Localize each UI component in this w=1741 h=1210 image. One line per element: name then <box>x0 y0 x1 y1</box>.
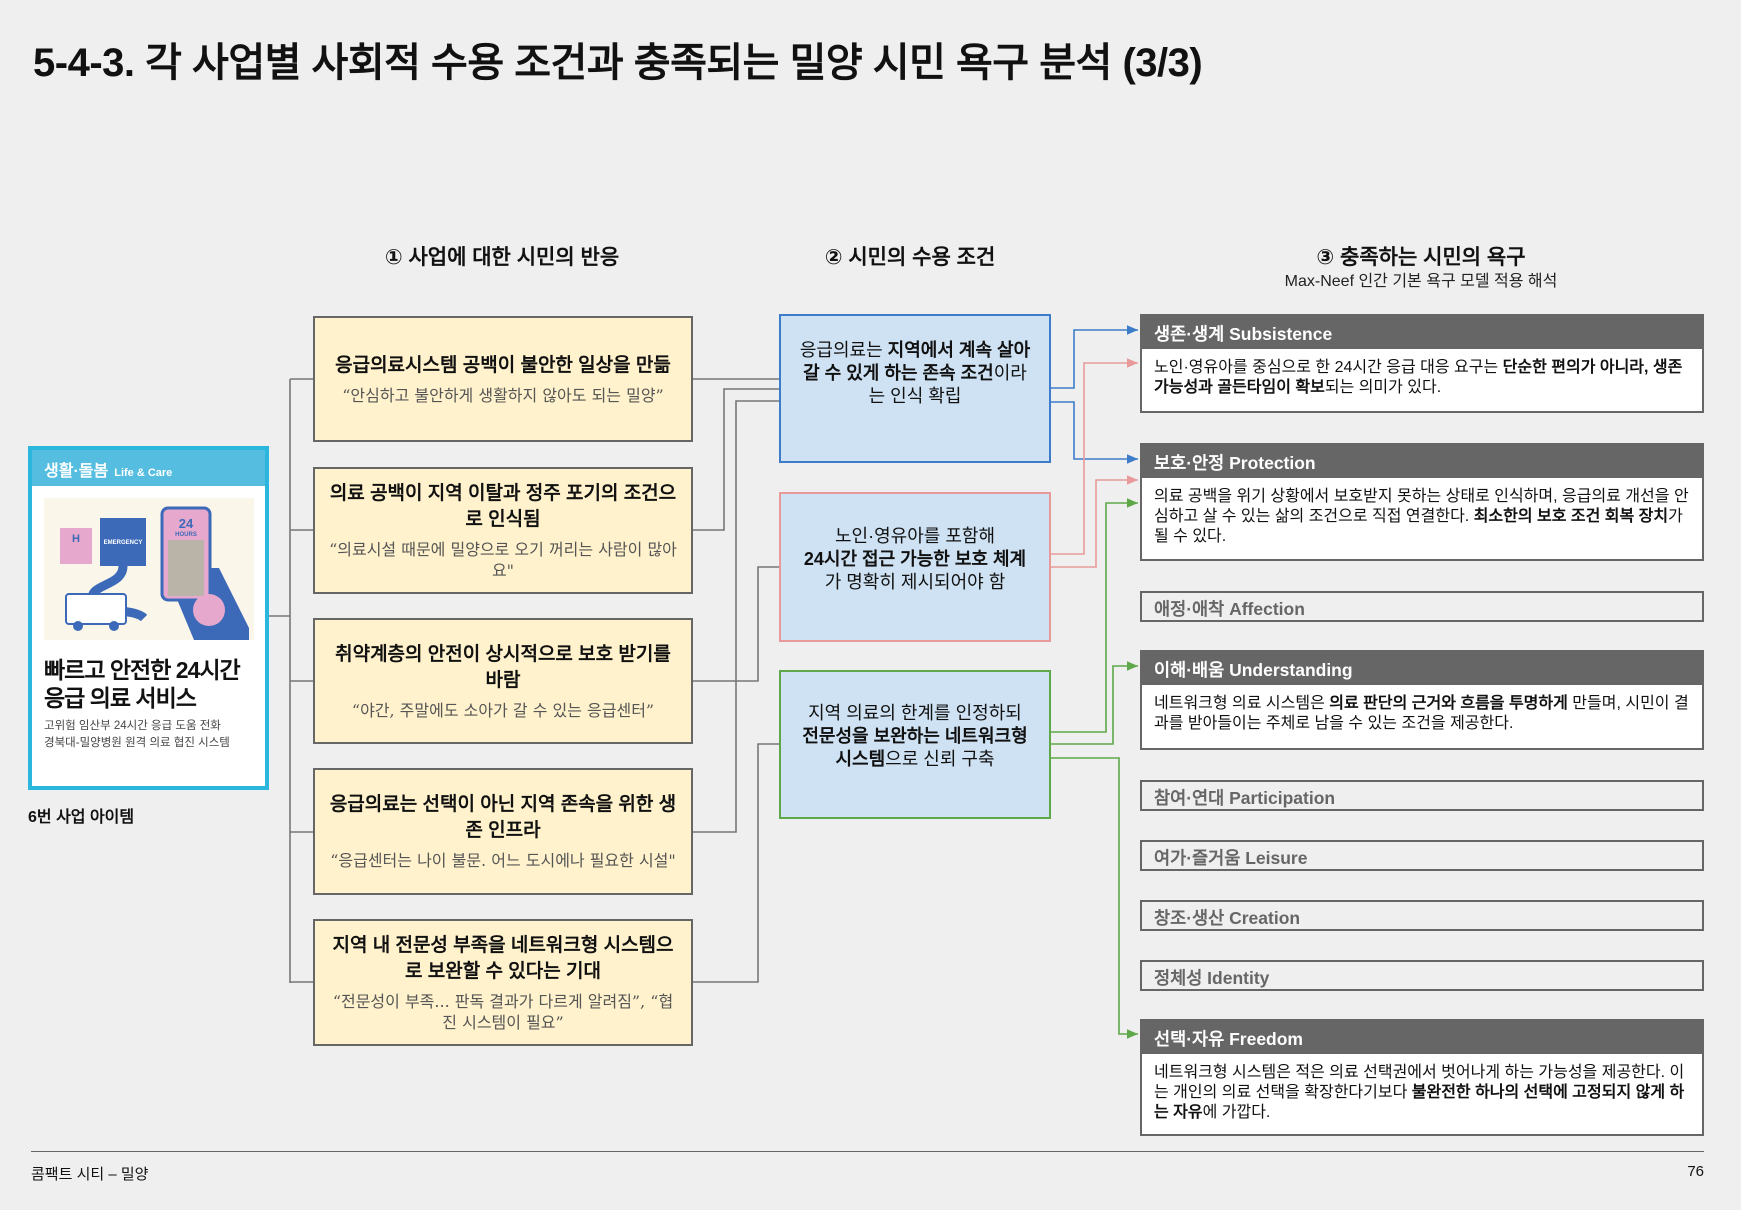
arrow-c3-protection <box>1051 498 1138 733</box>
footer-divider <box>31 1151 1704 1152</box>
reaction-box: 응급의료시스템 공백이 불안한 일상을 만듦 “안심하고 불안하게 생활하지 않아… <box>313 316 693 442</box>
condition-box-network: 지역 의료의 한계를 인정하되 전문성을 보완하는 네트워크형 시스템으로 신뢰… <box>779 670 1051 819</box>
need-label: 보호·안정 Protection <box>1142 445 1702 478</box>
arrow-c1-subsistence <box>1051 325 1138 389</box>
emergency-care-illustration: H EMERGENCY 24 HOURS <box>44 498 254 640</box>
reaction-title: 응급의료는 선택이 아닌 지역 존속을 위한 생존 인프라 <box>329 794 677 841</box>
need-box-identity: 정체성 Identity <box>1140 960 1704 991</box>
card-category-en: Life & Care <box>114 467 173 479</box>
card-category: 생활·돌봄 <box>44 463 109 480</box>
card-subtitle-line2: 경북대-밀양병원 원격 의료 협진 시스템 <box>44 737 230 749</box>
need-box-affection: 애정·애착 Affection <box>1140 591 1704 622</box>
arrow-c3-understanding <box>1051 661 1138 745</box>
reaction-box: 지역 내 전문성 부족을 네트워크형 시스템으로 보완할 수 있다는 기대 “전문… <box>313 919 693 1046</box>
bracket-line <box>269 378 313 983</box>
column-header-conditions: ② 시민의 수용 조건 <box>824 246 996 269</box>
reaction-title: 의료 공백이 지역 이탈과 정주 포기의 조건으로 인식됨 <box>329 482 677 530</box>
need-label: 창조·생산 Creation <box>1154 908 1301 928</box>
need-label: 참여·연대 Participation <box>1154 788 1336 808</box>
svg-text:HOURS: HOURS <box>175 532 197 538</box>
page-title: 5-4-3. 각 사업별 사회적 수용 조건과 충족되는 밀양 시민 욕구 분석… <box>33 41 1203 85</box>
condition-box-survival: 응급의료는 지역에서 계속 살아갈 수 있게 하는 존속 조건이라는 인식 확립 <box>779 314 1051 463</box>
business-item-card: 생활·돌봄 Life & Care H EMERGENCY 24 HOURS 빠르… <box>28 446 269 790</box>
reaction-quote: “응급센터는 나이 불문. 어느 도시에나 필요한 시설" <box>330 851 676 870</box>
reaction-box: 응급의료는 선택이 아닌 지역 존속을 위한 생존 인프라 “응급센터는 나이 불… <box>313 768 693 895</box>
need-label: 정체성 Identity <box>1154 968 1270 988</box>
svg-text:H: H <box>72 533 80 545</box>
need-box-participation: 참여·연대 Participation <box>1140 780 1704 811</box>
need-box-leisure: 여가·즐거움 Leisure <box>1140 840 1704 871</box>
need-label: 이해·배움 Understanding <box>1142 652 1702 685</box>
need-label: 여가·즐거움 Leisure <box>1154 848 1308 868</box>
connector-r2-c1 <box>693 388 779 531</box>
need-label: 생존·생계 Subsistence <box>1142 316 1702 349</box>
svg-text:EMERGENCY: EMERGENCY <box>104 540 143 546</box>
reaction-title: 취약계층의 안전이 상시적으로 보호 받기를 바람 <box>335 643 671 691</box>
reaction-quote: “안심하고 불안하게 생활하지 않아도 되는 밀양” <box>342 385 664 405</box>
card-category-header: 생활·돌봄 Life & Care <box>32 450 265 486</box>
need-label: 애정·애착 Affection <box>1154 599 1305 619</box>
arrow-c1-protection <box>1051 401 1138 464</box>
reaction-title: 응급의료시스템 공백이 불안한 일상을 만듦 <box>335 354 671 376</box>
arrow-c3-freedom <box>1051 757 1138 1039</box>
footer-title: 콤팩트 시티 – 밀양 <box>31 1166 149 1183</box>
connector-r5-c3 <box>693 743 779 983</box>
card-subtitle-line1: 고위험 임산부 24시간 응급 도움 전화 <box>44 720 221 732</box>
reaction-title: 지역 내 전문성 부족을 네트워크형 시스템으로 보완할 수 있다는 기대 <box>332 934 674 982</box>
reaction-box: 의료 공백이 지역 이탈과 정주 포기의 조건으로 인식됨 “의료시설 때문에 밀… <box>313 467 693 594</box>
card-title-line1: 빠르고 안전한 24시간 <box>44 657 241 683</box>
connector-r3-c2 <box>693 566 779 682</box>
reaction-quote: “의료시설 때문에 밀양으로 오기 꺼리는 사람이 많아요" <box>329 539 677 580</box>
column-header-needs: ③ 충족하는 시민의 욕구 <box>1316 246 1526 269</box>
card-label: 6번 사업 아이템 <box>28 809 135 826</box>
column-header-reactions: ① 사업에 대한 시민의 반응 <box>384 246 620 269</box>
arrow-c2-subsistence <box>1051 358 1138 555</box>
need-label: 선택·자유 Freedom <box>1142 1021 1702 1054</box>
need-box-creation: 창조·생산 Creation <box>1140 900 1704 931</box>
reaction-box: 취약계층의 안전이 상시적으로 보호 받기를 바람 “야간, 주말에도 소아가 갈… <box>313 618 693 744</box>
page-number: 76 <box>1687 1163 1704 1180</box>
connector-r4-c1 <box>693 400 779 833</box>
condition-box-protection: 노인·영유아를 포함해 24시간 접근 가능한 보호 체계가 명확히 제시되어야… <box>779 492 1051 642</box>
arrow-c2-protection <box>1051 475 1138 568</box>
reaction-quote: “전문성이 부족... 판독 결과가 다르게 알려짐”, “협진 시스템이 필요… <box>332 991 674 1032</box>
column-subheader-needs: Max-Neef 인간 기본 욕구 모델 적용 해석 <box>1284 273 1558 290</box>
reaction-quote: “야간, 주말에도 소아가 갈 수 있는 응급센터” <box>351 700 655 720</box>
svg-text:24: 24 <box>179 516 194 531</box>
card-title-line2: 응급 의료 서비스 <box>44 685 197 711</box>
